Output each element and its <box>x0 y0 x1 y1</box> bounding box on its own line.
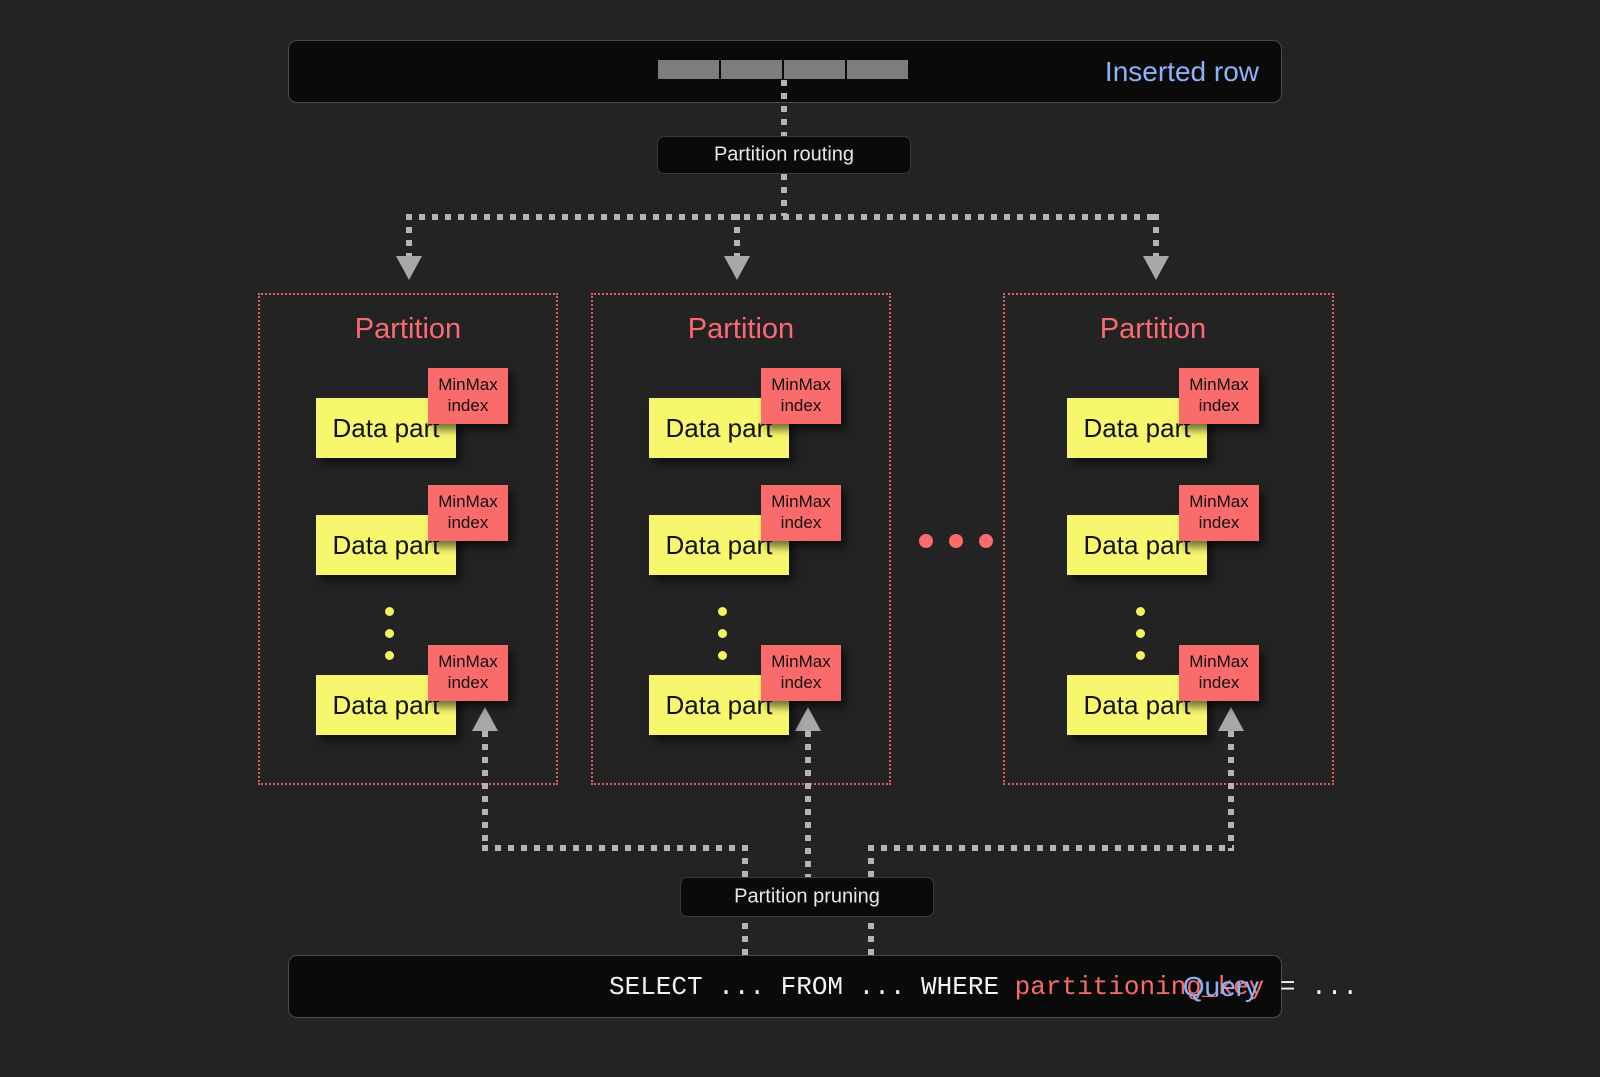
partition-box: Partition MinMax index Data part MinMax … <box>258 293 558 785</box>
query-text-before: SELECT ... FROM ... WHERE <box>609 971 1015 1002</box>
arrow-up-partition-0 <box>472 707 498 731</box>
arrow-up-partition-2 <box>1218 707 1244 731</box>
connector-pruning-bus-left <box>482 845 748 851</box>
arrow-down-partition-0 <box>396 256 422 280</box>
ellipsis-dot <box>949 534 963 548</box>
partition-title: Partition <box>687 313 795 345</box>
partition-title: Partition <box>354 313 462 345</box>
connector-pruning-to-partition-2 <box>1228 731 1234 851</box>
minmax-index-box: MinMax index <box>1179 368 1259 424</box>
ellipsis-dot <box>718 629 727 638</box>
connector-routing-to-partition-2 <box>1153 214 1159 262</box>
row-cell <box>784 60 845 79</box>
query-panel: SELECT ... FROM ... WHERE partitioning_k… <box>288 955 1358 1018</box>
inserted-row-label: Inserted row <box>1104 55 1259 87</box>
minmax-index-label: MinMax index <box>438 492 498 532</box>
partition-box: Partition MinMax index Data part MinMax … <box>1003 293 1334 785</box>
ellipsis-dot <box>718 651 727 660</box>
query-label: Query <box>1182 970 1259 1002</box>
minmax-index-label: MinMax index <box>1189 492 1249 532</box>
row-cell <box>658 60 719 79</box>
ellipsis-dot <box>919 534 933 548</box>
data-part-ellipsis <box>718 607 727 660</box>
partition-gap-ellipsis <box>919 534 993 548</box>
partition-box: Partition MinMax index Data part MinMax … <box>591 293 891 785</box>
ellipsis-dot <box>979 534 993 548</box>
minmax-index-label: MinMax index <box>438 652 498 692</box>
minmax-index-label: MinMax index <box>771 375 831 415</box>
connector-pruning-to-partition-0 <box>482 731 488 851</box>
connector-routing-to-partition-1 <box>734 214 740 262</box>
data-part-box: Data part <box>649 398 789 458</box>
connector-pruning-bus-right <box>868 845 1234 851</box>
arrow-down-partition-1 <box>724 256 750 280</box>
data-part-ellipsis <box>1136 607 1145 660</box>
connector-pruning-to-partition-1 <box>805 731 811 877</box>
row-cell <box>847 60 908 79</box>
ellipsis-dot <box>718 607 727 616</box>
arrow-up-partition-1 <box>795 707 821 731</box>
ellipsis-dot <box>1136 629 1145 638</box>
partition-routing-label: Partition routing <box>713 143 855 166</box>
minmax-index-box: MinMax index <box>1179 645 1259 701</box>
minmax-index-box: MinMax index <box>428 485 508 541</box>
minmax-index-label: MinMax index <box>771 492 831 532</box>
connector-routing-trunk <box>781 174 787 216</box>
minmax-index-box: MinMax index <box>761 645 841 701</box>
partition-routing-panel <box>657 136 911 174</box>
partition-pruning-panel <box>680 877 934 917</box>
data-part-box: Data part <box>649 515 789 575</box>
ellipsis-dot <box>1136 607 1145 616</box>
ellipsis-dot <box>385 629 394 638</box>
partition-pruning-label: Partition pruning <box>734 885 880 908</box>
connector-row-to-routing <box>781 80 787 138</box>
partition-title: Partition <box>1099 313 1207 345</box>
minmax-index-box: MinMax index <box>1179 485 1259 541</box>
query-partitioning-key: partitioning_key <box>1014 971 1265 1002</box>
minmax-index-label: MinMax index <box>771 652 831 692</box>
minmax-index-box: MinMax index <box>761 485 841 541</box>
ellipsis-dot <box>1136 651 1145 660</box>
query-text-after: = ... <box>1264 971 1358 1002</box>
arrow-down-partition-2 <box>1143 256 1169 280</box>
minmax-index-box: MinMax index <box>428 645 508 701</box>
data-part-box: Data part <box>1067 398 1207 458</box>
ellipsis-dot <box>385 607 394 616</box>
query-text: SELECT ... FROM ... WHERE partitioning_k… <box>609 972 1358 1002</box>
row-cell <box>721 60 782 79</box>
inserted-row-cells <box>658 60 908 79</box>
minmax-index-label: MinMax index <box>1189 375 1249 415</box>
connector-routing-to-partition-0 <box>406 214 412 262</box>
minmax-index-box: MinMax index <box>761 368 841 424</box>
minmax-index-label: MinMax index <box>1189 652 1249 692</box>
connector-routing-bus <box>406 214 1158 220</box>
minmax-index-box: MinMax index <box>428 368 508 424</box>
minmax-index-label: MinMax index <box>438 375 498 415</box>
ellipsis-dot <box>385 651 394 660</box>
data-part-ellipsis <box>385 607 394 660</box>
